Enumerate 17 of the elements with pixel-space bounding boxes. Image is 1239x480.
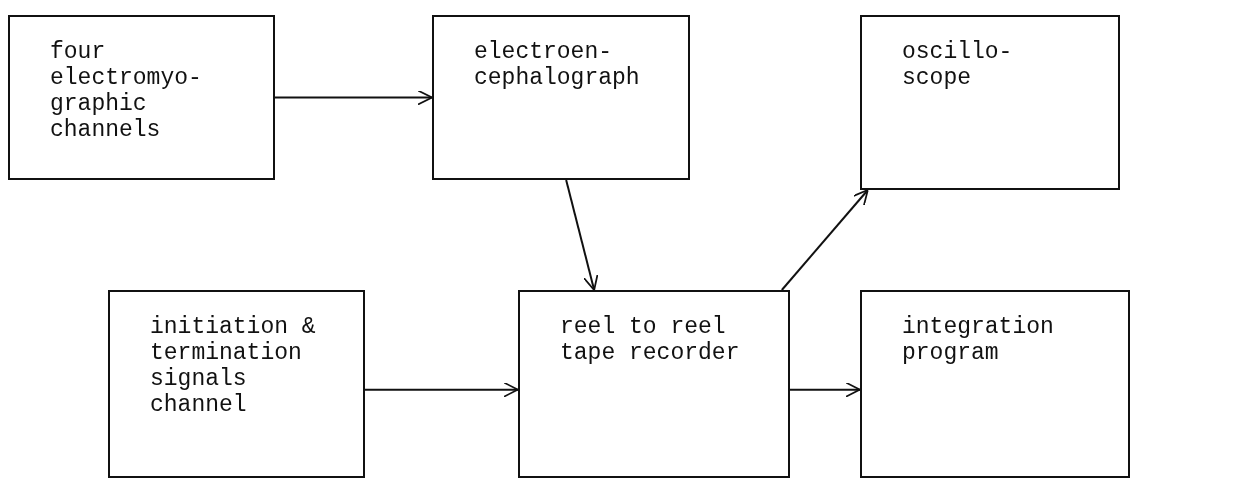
process-box — [108, 290, 365, 478]
box-label: electroen- cephalograph — [474, 39, 641, 91]
box-label: integration program — [902, 314, 1055, 366]
arrow — [364, 381, 519, 398]
box-label: initiation & termination signals channel — [150, 314, 316, 418]
process-box — [8, 15, 275, 180]
box-label: oscillo- scope — [902, 39, 1014, 91]
process-box — [860, 15, 1120, 190]
process-box — [860, 290, 1130, 478]
box-label: reel to reel tape recorder — [560, 314, 740, 366]
arrow — [274, 89, 433, 106]
box-label: four electromyo- graphic channels — [50, 39, 203, 143]
arrow — [565, 179, 599, 291]
process-box — [518, 290, 790, 478]
process-box — [432, 15, 690, 180]
arrow — [789, 381, 861, 398]
arrow — [780, 189, 869, 291]
